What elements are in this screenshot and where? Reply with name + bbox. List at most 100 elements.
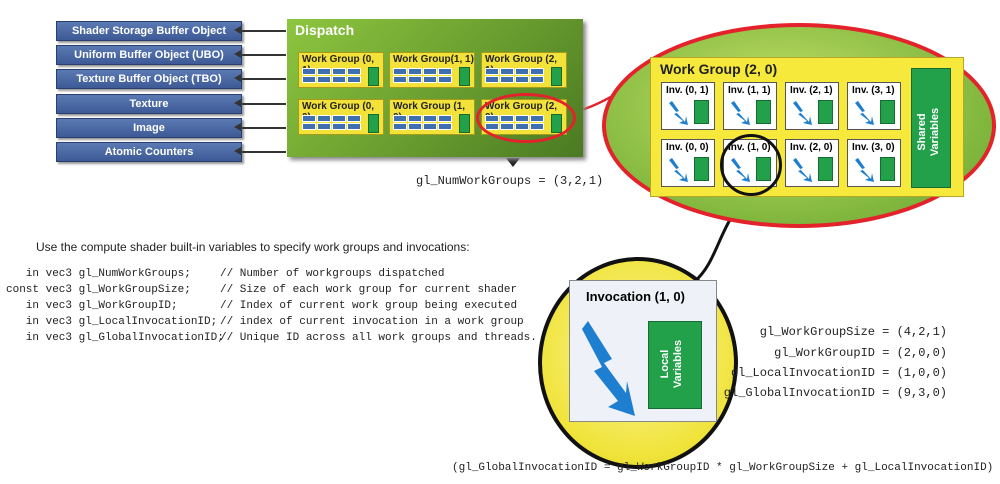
work-group-detail: Work Group (2, 0) Inv. (0, 1) Inv. (1, 1… — [650, 57, 964, 197]
invocation-label: Inv. (2, 1) — [790, 85, 833, 96]
invocation-mini-cell — [423, 76, 437, 83]
work-group: Work Group (1, 0) — [389, 99, 475, 135]
shared-memory-block — [459, 67, 470, 86]
local-variables-block — [818, 100, 833, 124]
invocation-mini-cell — [302, 68, 316, 75]
invocation-label: Inv. (0, 0) — [666, 142, 709, 153]
invocation-mini-cell — [302, 123, 316, 130]
invocation-cell: Inv. (3, 0) — [847, 139, 901, 187]
invocation-grid — [302, 115, 366, 131]
highlight-ring — [476, 93, 576, 143]
work-group-title: Work Group (2, 0) — [660, 61, 778, 77]
buffer-tbo: Texture Buffer Object (TBO) — [56, 69, 242, 89]
buffer-image: Image — [56, 118, 242, 138]
value-global-invocation-id: gl_GlobalInvocationID = (9,3,0) — [723, 386, 947, 400]
invocation-mini-cell — [423, 123, 437, 130]
selected-invocation-ring — [720, 134, 782, 196]
work-group-label: Work Group(1, 1) — [393, 54, 474, 65]
invocation-mini-cell — [515, 76, 529, 83]
code-decl: const vec3 gl_WorkGroupSize; — [6, 284, 191, 296]
shared-memory-block — [368, 114, 379, 133]
local-variables-block — [818, 157, 833, 181]
thread-bolt-icon — [793, 101, 812, 125]
work-group: Work Group(1, 1) — [389, 52, 475, 88]
invocation-mini-cell — [408, 115, 422, 122]
intro-text: Use the compute shader built-in variable… — [36, 240, 470, 254]
thread-bolt-icon — [855, 158, 874, 182]
local-variables-block — [694, 100, 709, 124]
invocation-label: Inv. (1, 1) — [728, 85, 771, 96]
thread-bolt-icon — [582, 321, 635, 416]
invocation-grid — [302, 68, 366, 84]
invocation-cell: Inv. (1, 1) — [723, 82, 777, 130]
dispatch-title: Dispatch — [295, 22, 355, 38]
buffer-texture: Texture — [56, 94, 242, 114]
local-variables-block — [880, 100, 895, 124]
code-decl: in vec3 gl_NumWorkGroups; — [6, 268, 191, 280]
invocation-grid — [393, 115, 457, 131]
value-local-invocation-id: gl_LocalInvocationID = (1,0,0) — [730, 366, 947, 380]
invocation-mini-cell — [332, 123, 346, 130]
shared-memory-block — [551, 67, 562, 86]
invocation-mini-cell — [393, 115, 407, 122]
invocation-mini-cell — [393, 123, 407, 130]
num-workgroups-text: gl_NumWorkGroups = (3,2,1) — [416, 174, 604, 188]
code-comment: // Unique ID across all work groups and … — [220, 332, 537, 344]
value-workgroup-id: gl_WorkGroupID = (2,0,0) — [774, 346, 947, 360]
shared-memory-block — [459, 114, 470, 133]
invocation-mini-cell — [347, 123, 361, 130]
invocation-cell: Inv. (2, 1) — [785, 82, 839, 130]
invocation-mini-cell — [302, 115, 316, 122]
code-decl: in vec3 gl_LocalInvocationID; — [6, 316, 218, 328]
invocation-mini-cell — [332, 76, 346, 83]
buffer-atomic-counters: Atomic Counters — [56, 142, 242, 162]
invocation-mini-cell — [347, 68, 361, 75]
invocation-cell: Inv. (0, 1) — [661, 82, 715, 130]
invocation-mini-cell — [408, 123, 422, 130]
code-decl: in vec3 gl_GlobalInvocationID; — [6, 332, 224, 344]
invocation-mini-cell — [530, 76, 544, 83]
invocation-mini-cell — [515, 68, 529, 75]
buffer-ubo: Uniform Buffer Object (UBO) — [56, 45, 242, 65]
invocation-mini-cell — [317, 68, 331, 75]
invocation-mini-cell — [393, 76, 407, 83]
invocation-mini-cell — [438, 68, 452, 75]
invocation-mini-cell — [347, 115, 361, 122]
invocation-mini-cell — [317, 76, 331, 83]
invocation-mini-cell — [393, 68, 407, 75]
invocation-mini-cell — [438, 115, 452, 122]
invocation-mini-cell — [317, 115, 331, 122]
thread-bolt-icon — [669, 158, 688, 182]
invocation-mini-cell — [332, 115, 346, 122]
work-group: Work Group (0, 1) — [298, 52, 384, 88]
code-comment: // Index of current work group being exe… — [220, 300, 518, 312]
invocation-mini-cell — [485, 76, 499, 83]
invocation-mini-cell — [530, 68, 544, 75]
thread-bolt-icon — [855, 101, 874, 125]
local-variables-block — [694, 157, 709, 181]
invocation-label: Inv. (3, 1) — [852, 85, 895, 96]
formula-text: (gl_GlobalInvocationID = gl_WorkGroupID … — [452, 462, 994, 474]
invocation-mini-cell — [438, 76, 452, 83]
pointer-triangle — [506, 158, 520, 167]
code-decl: in vec3 gl_WorkGroupID; — [6, 300, 178, 312]
work-group: Work Group (2, 1) — [481, 52, 567, 88]
invocation-mini-cell — [408, 68, 422, 75]
invocation-mini-cell — [500, 68, 514, 75]
invocation-mini-cell — [347, 76, 361, 83]
invocation-mini-cell — [485, 68, 499, 75]
local-variables-block — [756, 100, 771, 124]
invocation-grid — [485, 68, 549, 84]
invocation-label: Inv. (3, 0) — [852, 142, 895, 153]
invocation-grid — [393, 68, 457, 84]
thread-bolt-icon — [669, 101, 688, 125]
invocation-mini-cell — [302, 76, 316, 83]
thread-bolt-icon — [731, 101, 750, 125]
thread-bolt-icon — [793, 158, 812, 182]
dispatch-panel: Dispatch Work Group (0, 1) Work Group(1,… — [287, 19, 583, 157]
